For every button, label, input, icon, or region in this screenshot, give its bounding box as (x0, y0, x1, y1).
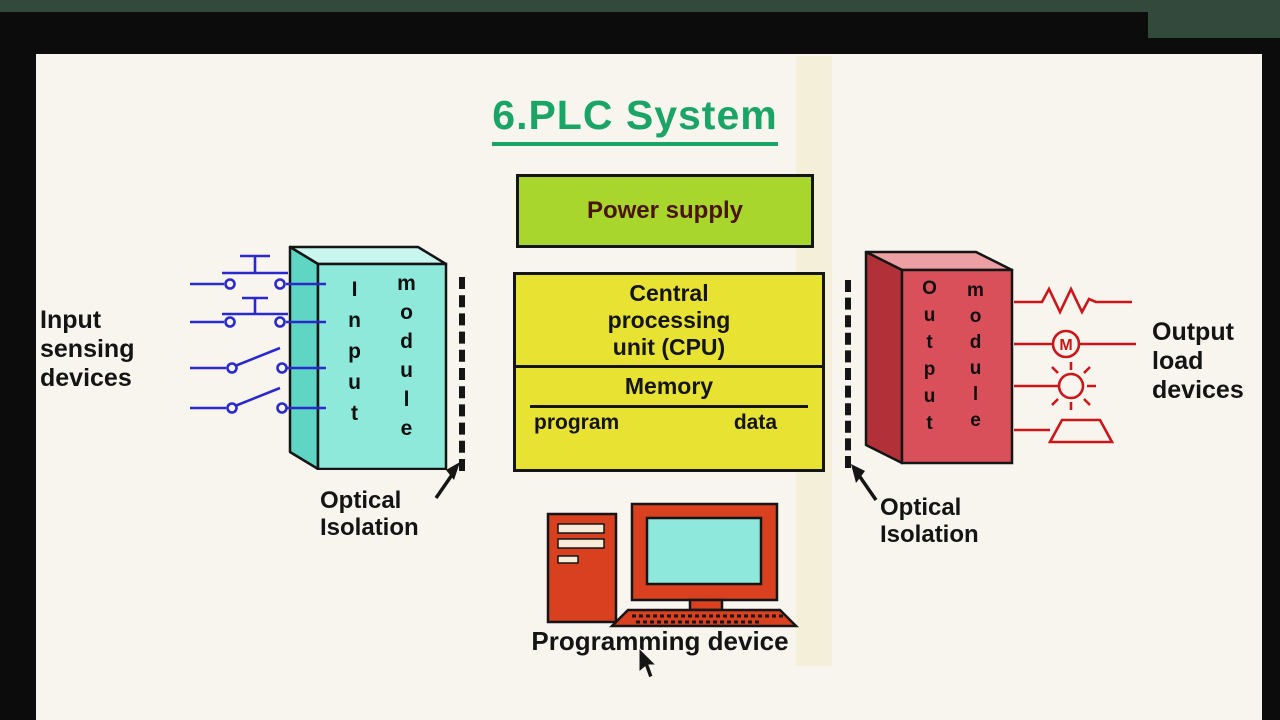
pushbutton-no-icon (190, 254, 326, 290)
resistor-icon (1014, 285, 1132, 316)
cpu-section: Central processing unit (CPU) (516, 275, 822, 368)
input-module-front-face (316, 262, 448, 470)
input-module-word1: Input (343, 278, 366, 433)
output-module-front-face (900, 268, 1014, 465)
memory-divider (530, 405, 808, 408)
power-supply-label: Power supply (586, 197, 744, 224)
solenoid-icon (1014, 418, 1115, 444)
output-module: Output module (848, 250, 1016, 468)
programming-device-illustration (546, 502, 800, 628)
input-module-word2: module (395, 272, 418, 446)
cpu-memory-block: Central processing unit (CPU) Memory pro… (513, 272, 825, 472)
toggle-switch-icon (190, 386, 326, 414)
slide-title: 6.PLC System (450, 92, 820, 146)
pushbutton-nc-icon (190, 296, 326, 328)
input-devices-label: Input sensing devices (40, 306, 135, 392)
output-module-side-face (864, 250, 904, 465)
limit-switch-icon (190, 346, 326, 374)
power-supply-box: Power supply (516, 174, 814, 248)
optical-isolation-barrier-right (845, 280, 851, 468)
optical-isolation-barrier-left (459, 277, 465, 471)
cpu-line: processing (607, 307, 731, 333)
output-module-word2: module (965, 280, 986, 436)
optical-isolation-label-right: Optical Isolation (880, 494, 979, 548)
output-wiring-diagram: M (1014, 285, 1136, 444)
optical-isolation-label-left: Optical Isolation (320, 487, 419, 541)
output-module-word1: Output (919, 278, 940, 440)
arrow-up-left-icon (851, 464, 878, 501)
motor-icon (1014, 329, 1136, 359)
frame-top-right-patch (1148, 0, 1280, 38)
mouse-cursor-icon (638, 648, 658, 679)
data-label: data (733, 411, 777, 434)
memory-section: Memory program data (516, 368, 822, 435)
frame-top-strip (0, 0, 1280, 12)
output-devices-label: Output load devices (1152, 318, 1244, 404)
motor-letter: M (1059, 337, 1072, 354)
keyboard-icon (608, 608, 800, 628)
input-module: Input module (288, 244, 450, 470)
program-label: program (534, 411, 620, 434)
cpu-line: Central (629, 280, 709, 306)
slide-title-text: 6.PLC System (492, 92, 778, 146)
arrow-up-right-icon (434, 462, 460, 499)
input-wiring-diagram (190, 254, 326, 414)
monitor-screen (645, 516, 763, 586)
cpu-line: unit (CPU) (612, 334, 726, 360)
memory-title: Memory (624, 373, 714, 399)
lamp-icon (1014, 362, 1096, 410)
programming-device-label: Programming device (531, 626, 789, 656)
